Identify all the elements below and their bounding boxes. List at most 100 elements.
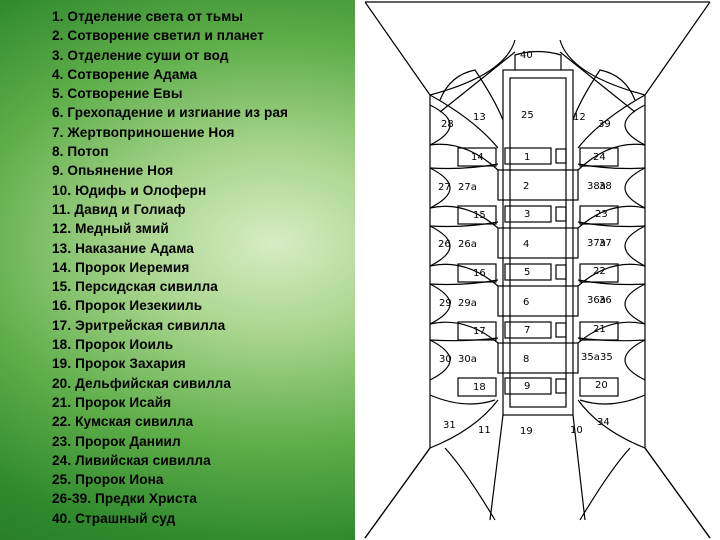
lunette-left bbox=[429, 167, 451, 209]
throne-left bbox=[457, 147, 497, 167]
plan-label: 11 bbox=[478, 425, 491, 436]
legend-item: 8. Потоп bbox=[52, 144, 109, 160]
plan-label: 22 bbox=[593, 266, 606, 277]
throne-right bbox=[579, 205, 619, 225]
pendentive-bottom-right bbox=[577, 394, 646, 521]
pendentive-top-left bbox=[429, 69, 504, 149]
throne-right bbox=[579, 263, 619, 283]
plan-label: 39 bbox=[598, 119, 611, 130]
top-fan bbox=[429, 39, 646, 96]
central-strip bbox=[502, 69, 574, 416]
legend-item: 10. Юдифь и Олоферн bbox=[52, 182, 207, 198]
spandrel-left bbox=[429, 321, 499, 344]
lunette-left bbox=[429, 339, 451, 381]
legend-item: 22. Кумская сивилла bbox=[52, 414, 194, 430]
plan-label: 4 bbox=[523, 239, 529, 250]
outer-boundary bbox=[644, 1, 711, 539]
plan-label: 35 bbox=[600, 352, 613, 363]
lunette-left bbox=[429, 283, 451, 325]
lunette-right bbox=[624, 225, 646, 267]
ceiling-plan-diagram: 40 13 25 12 28 39 14 1 24 27 27а 2 38а 3… bbox=[355, 0, 720, 540]
plan-label: 35а bbox=[581, 352, 600, 363]
lunette-left bbox=[429, 225, 451, 267]
plan-label: 30а bbox=[458, 354, 477, 365]
plan-label: 10 bbox=[570, 425, 583, 436]
spandrel-right bbox=[577, 321, 646, 344]
field-small bbox=[504, 321, 552, 339]
legend-item: 40. Страшный суд bbox=[52, 510, 176, 526]
legend-item: 1. Отделение света от тьмы bbox=[52, 9, 244, 24]
plan-label: 36а bbox=[587, 295, 606, 306]
plan-label: 30 bbox=[439, 354, 452, 365]
plan-label: 8 bbox=[523, 354, 529, 365]
legend-item: 17. Эритрейская сивилла bbox=[52, 317, 226, 333]
legend-item: 2. Сотворение светил и планет bbox=[52, 28, 265, 44]
plan-label: 25 bbox=[521, 110, 534, 121]
medallion bbox=[555, 148, 567, 164]
spandrel-right bbox=[577, 263, 646, 287]
spandrel-left bbox=[429, 143, 499, 171]
plan-label: 14 bbox=[471, 152, 484, 163]
plan-label: 16 bbox=[473, 268, 486, 279]
plan-label: 28 bbox=[441, 119, 454, 130]
plan-label: 3 bbox=[524, 209, 530, 220]
legend-item: 24. Ливийская сивилла bbox=[52, 452, 211, 468]
throne-left bbox=[457, 377, 497, 397]
plan-label: 37а bbox=[587, 238, 606, 249]
legend-item: 5. Сотворение Евы bbox=[52, 86, 183, 102]
field-small bbox=[504, 263, 552, 281]
legend-item: 11. Давид и Голиаф bbox=[52, 201, 186, 217]
plan-label: 24 bbox=[593, 152, 606, 163]
top-fan bbox=[439, 51, 636, 113]
plan-label: 19 bbox=[520, 426, 533, 437]
outer-boundary bbox=[364, 1, 431, 539]
plan-label: 1 bbox=[524, 152, 530, 163]
central-strip-inner bbox=[509, 77, 567, 408]
plan-label: 21 bbox=[593, 324, 606, 335]
plan-label: 26 bbox=[438, 239, 451, 250]
legend-list: 1. Отделение света от тьмы 2. Сотворение… bbox=[52, 7, 288, 528]
bottom-fan bbox=[364, 447, 711, 539]
plan-label: 15 bbox=[473, 210, 486, 221]
plan-label: 31 bbox=[443, 420, 456, 431]
legend-item: 14. Пророк Иеремия bbox=[52, 259, 190, 275]
plan-label: 38а bbox=[587, 181, 606, 192]
throne-left bbox=[457, 205, 497, 225]
legend-item: 18. Пророк Иоиль bbox=[52, 337, 174, 353]
throne-right bbox=[579, 147, 619, 167]
lunette-right bbox=[624, 283, 646, 325]
legend-item: 23. Пророк Даниил bbox=[52, 433, 181, 449]
plan-label: 7 bbox=[524, 325, 530, 336]
field-large bbox=[497, 169, 579, 201]
legend-item: 16. Пророк Иезекииль bbox=[52, 298, 203, 314]
lunette-left bbox=[429, 104, 451, 146]
legend-item: 4. Сотворение Адама bbox=[52, 66, 198, 82]
throne-right bbox=[579, 377, 619, 397]
legend-item: 6. Грехопадение и изгиание из рая bbox=[52, 105, 289, 121]
plan-label: 9 bbox=[524, 381, 530, 392]
field-small bbox=[504, 205, 552, 223]
pendentive-top-right bbox=[572, 69, 646, 149]
plan-label: 27а bbox=[458, 182, 477, 193]
plan-label: 12 bbox=[573, 112, 586, 123]
plan-label: 27 bbox=[438, 182, 451, 193]
legend-item: 13. Наказание Адама bbox=[52, 240, 194, 256]
spandrel-left bbox=[429, 205, 499, 229]
legend-item: 12. Медный змий bbox=[52, 221, 169, 237]
medallion bbox=[555, 264, 567, 280]
spandrel-right bbox=[577, 205, 646, 229]
field-small bbox=[504, 147, 552, 165]
plan-label: 34 bbox=[597, 417, 610, 428]
plan-label: 29 bbox=[439, 298, 452, 309]
central-top-cap bbox=[514, 50, 562, 70]
medallion bbox=[555, 322, 567, 338]
plan-label: 17 bbox=[473, 326, 486, 337]
plan-label: 26а bbox=[458, 239, 477, 250]
legend-item: 3. Отделение суши от вод bbox=[52, 47, 229, 63]
plan-label: 13 bbox=[473, 112, 486, 123]
field-large bbox=[497, 342, 579, 374]
legend-item: 20. Дельфийская сивилла bbox=[52, 375, 232, 391]
bottom-fan bbox=[489, 414, 586, 521]
field-small bbox=[504, 377, 552, 395]
plan-label: 38 bbox=[599, 181, 612, 192]
